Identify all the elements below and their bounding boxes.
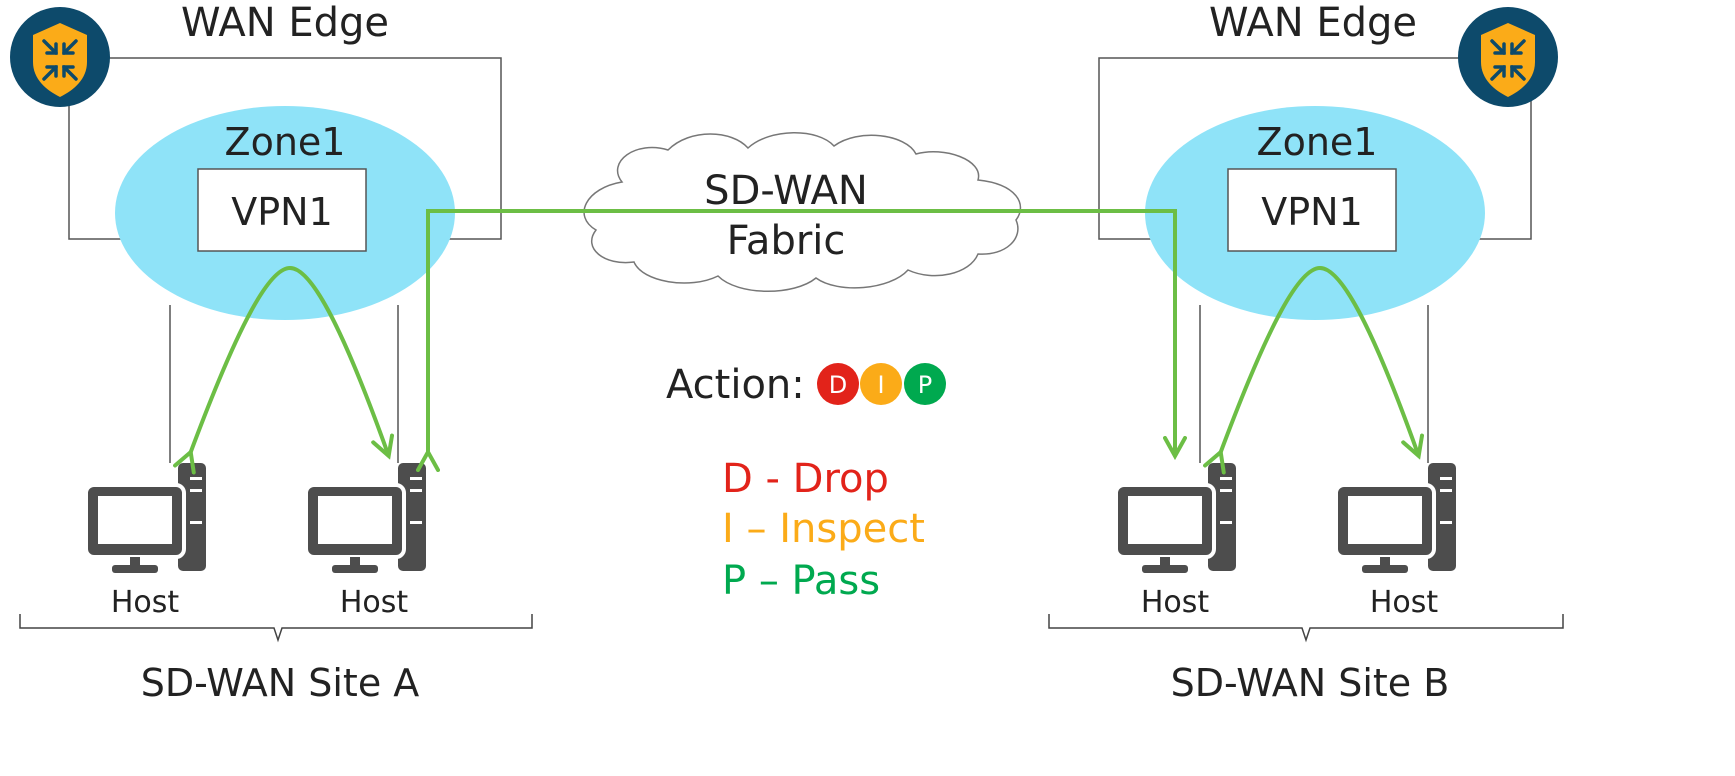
intra-zone-flow-arrow [190, 265, 388, 454]
legend-inspect: I – Inspect [722, 506, 925, 552]
legend-drop: D - Drop [722, 456, 889, 502]
action-legend: Action: D I P D - Drop I – Inspect P – P… [666, 362, 946, 604]
drop-badge-letter: D [829, 371, 847, 399]
vpn-label: VPN1 [231, 190, 333, 234]
wan-edge-label: WAN Edge [181, 0, 389, 46]
inspect-badge-letter: I [877, 371, 884, 399]
site-a: WAN Edge Zone1 VPN1 Host Host SD-WAN Sit… [8, 0, 533, 705]
legend-pass: P – Pass [722, 558, 880, 604]
flow-arrows [190, 209, 1418, 454]
router-shield-icon [1456, 5, 1560, 109]
wan-edge-label: WAN Edge [1209, 0, 1417, 46]
drop-badge [817, 363, 859, 405]
inspect-badge [860, 363, 902, 405]
intra-zone-flow-arrow [1220, 265, 1418, 454]
desktop-computer-icon [304, 461, 428, 575]
vpn-box [1227, 168, 1397, 252]
desktop-computer-icon [1114, 461, 1238, 575]
site-b: WAN Edge Zone1 VPN1 Host Host SD-WAN Sit… [1048, 0, 1564, 705]
host-label: Host [340, 585, 409, 620]
vpn-box [197, 168, 367, 252]
host-label: Host [1370, 585, 1439, 620]
pass-badge [904, 363, 946, 405]
fabric-label-line1: SD-WAN [704, 168, 868, 214]
fabric-label-line2: Fabric [727, 218, 846, 264]
host-label: Host [111, 585, 180, 620]
desktop-computer-icon [84, 461, 208, 575]
site-label: SD-WAN Site B [1171, 661, 1450, 705]
site-brace [19, 614, 533, 643]
desktop-computer-icon [1334, 461, 1458, 575]
zone-label: Zone1 [225, 120, 346, 164]
host-label: Host [1141, 585, 1210, 620]
pass-badge-letter: P [918, 371, 932, 399]
fabric-flow-arrow [428, 209, 1175, 454]
router-shield-icon [8, 5, 112, 109]
vpn-label: VPN1 [1261, 190, 1363, 234]
zone-label: Zone1 [1257, 120, 1378, 164]
site-brace [1048, 614, 1564, 643]
site-label: SD-WAN Site A [141, 661, 420, 705]
action-label: Action: [666, 362, 805, 408]
